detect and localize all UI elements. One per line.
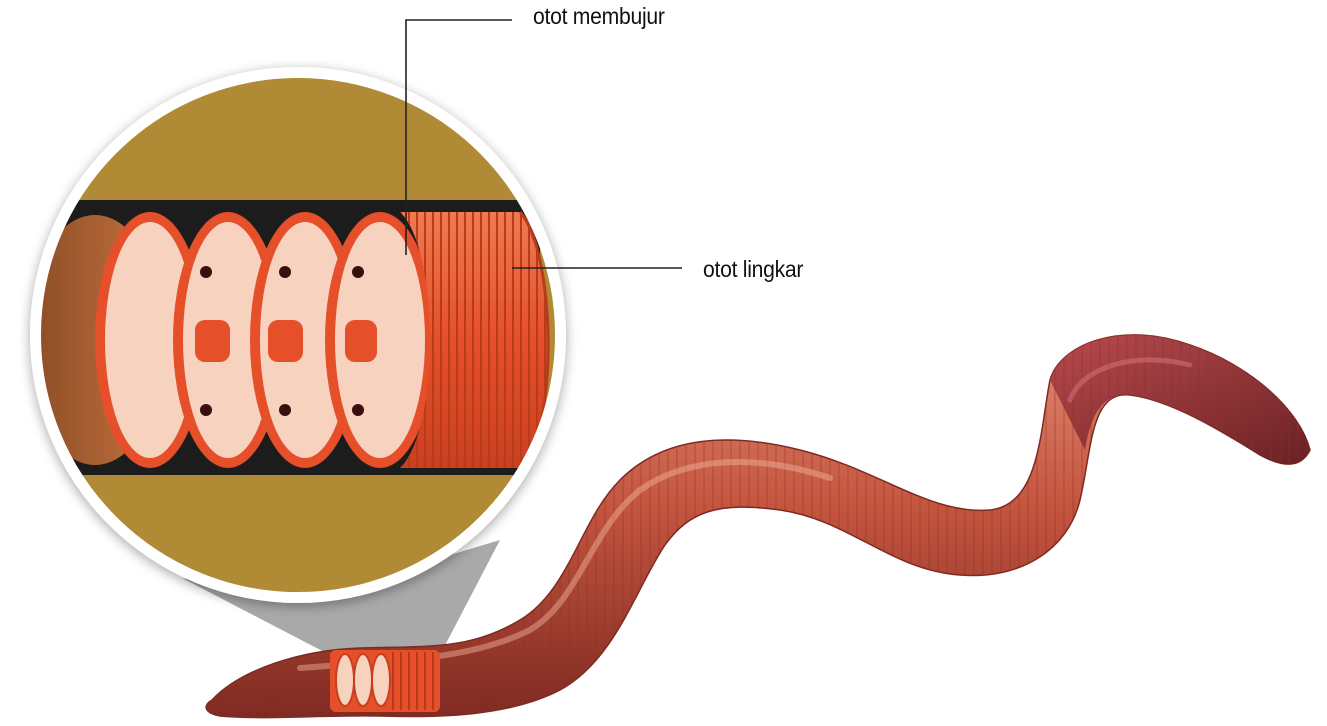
worm-cutaway-section xyxy=(330,650,440,712)
circular-muscle-label: otot lingkar xyxy=(703,256,803,283)
segment-discs xyxy=(95,212,435,468)
longitudinal-muscle-label: otot membujur xyxy=(533,3,665,30)
magnified-view xyxy=(25,67,570,610)
